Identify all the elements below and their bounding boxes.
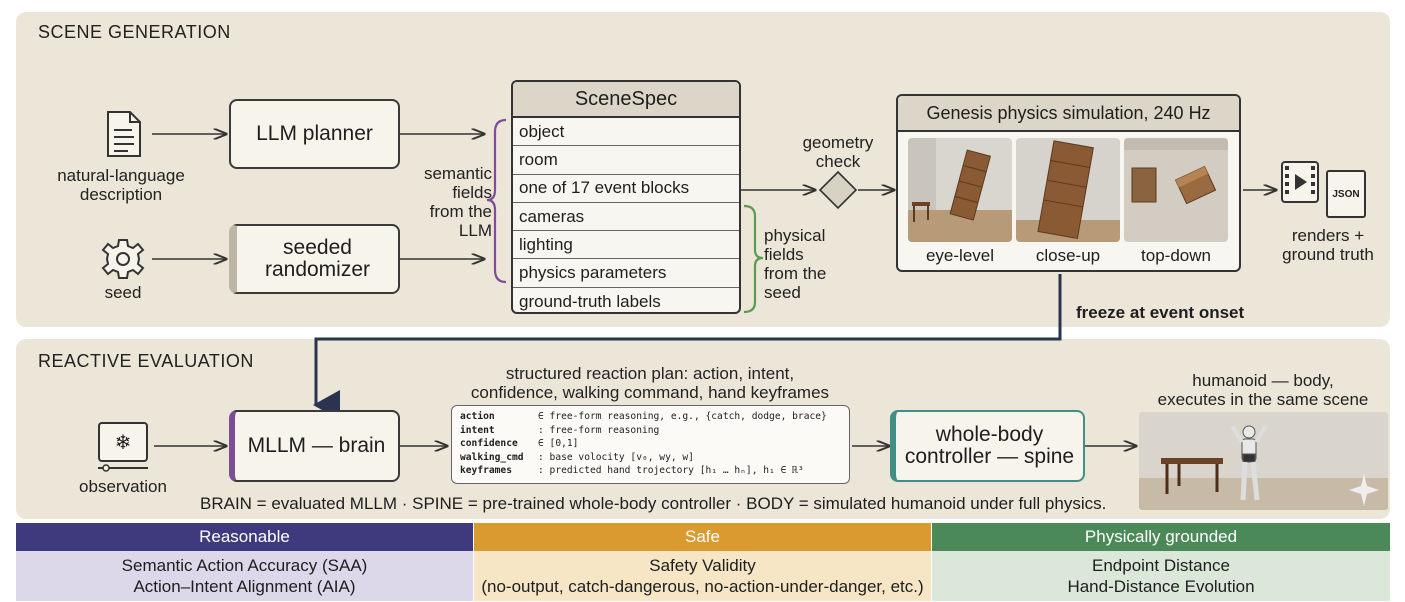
schema-row: intent : free-form reasoning [460,425,849,439]
view-label-eye-level: eye-level [925,246,995,265]
criterion-name: Safe [685,527,720,546]
metric-label: (no-output, catch-dangerous, no-action-u… [481,577,924,596]
metric-label: Semantic Action Accuracy (SAA) [121,556,368,575]
legend-line: BRAIN = evaluated MLLM · SPINE = pre-tra… [200,494,1107,513]
document-icon [107,111,141,157]
view-label-close-up: close-up [1035,246,1101,265]
monitor-base-icon [98,464,148,472]
schema-value: : base volocity [v₀, wy, w] [538,451,694,463]
criterion-body-physical: Endpoint Distance Hand-Distance Evolutio… [932,551,1390,601]
gear-icon [101,239,145,279]
schema-key: keyframes [460,465,512,477]
metric-label: Hand-Distance Evolution [1067,577,1255,596]
freeze-label: freeze at event onset [1076,303,1245,322]
simulation-panel: Genesis physics simulation, 240 Hz eye-l… [896,94,1241,272]
json-icon-text: JSON [1332,188,1360,200]
view-label-top-down: top-down [1141,246,1211,265]
seeded-randomizer-label: seeded randomizer [264,236,371,281]
seed-label: seed [104,283,142,302]
scenespec-title: SceneSpec [513,82,739,118]
humanoid-body-caption: humanoid — body, executes in the same sc… [1157,371,1369,409]
schema-row: action ∈ free-form reasoning, e.g., {catc… [460,411,849,425]
schema-key: action [460,411,495,422]
scenespec-row: physics parameters [513,259,739,288]
observation-label: observation [79,477,167,496]
schema-key: confidence [460,438,518,450]
natural-language-description-label: natural-language description [57,166,185,204]
metric-label: Endpoint Distance [1092,556,1230,575]
scenespec-table: SceneSpec object room one of 17 event bl… [511,80,741,314]
json-file-icon: JSON [1326,170,1366,218]
reaction-plan-caption: structured reaction plan: action, intent… [470,364,830,402]
schema-value: : free-form reasoning [538,424,660,436]
schema-key: intent [460,424,495,436]
geometry-check-label: geometry check [802,133,874,171]
metric-label: Safety Validity [649,556,756,575]
criterion-name: Physically grounded [1084,527,1238,546]
reaction-plan-schema: action ∈ free-form reasoning, e.g., {catc… [451,405,850,484]
whole-body-controller-box: whole-body controller — spine [890,410,1085,482]
criterion-name: Reasonable [199,527,290,546]
top-down-render [1124,138,1228,242]
reactive-evaluation-title: REACTIVE EVALUATION [38,351,254,371]
scenespec-row: object [513,118,739,147]
llm-planner-label: LLM planner [256,122,373,145]
criterion-header-safe: Safe [474,523,931,551]
scenespec-row: one of 17 event blocks [513,175,739,203]
eye-level-render [908,138,1012,242]
simulation-title: Genesis physics simulation, 240 Hz [898,96,1239,132]
physical-fields-label: physical fields from the seed [764,226,827,302]
scenespec-row: ground-truth labels [519,291,661,311]
schema-row: walking_cmd : base volocity [v₀, wy, w] [460,452,849,466]
mllm-brain-label: MLLM — brain [247,434,386,457]
seeded-randomizer-box: seeded randomizer [229,224,400,294]
criterion-header-physical: Physically grounded [932,523,1390,551]
llm-planner-box: LLM planner [229,99,400,169]
schema-row: confidence ∈ [0,1] [460,438,849,452]
criterion-body-safe: Safety Validity (no-output, catch-danger… [474,551,931,601]
metric-label: Action–Intent Alignment (AIA) [133,577,356,596]
video-file-icon [1281,161,1319,203]
close-up-render [1016,138,1120,242]
schema-key: walking_cmd [460,451,524,463]
schema-value: ∈ free-form reasoning, e.g., {catch, dod… [538,411,827,422]
monitor-snowflake-icon: ❄ [98,422,148,462]
scenespec-row: room [513,146,739,175]
scene-generation-title: SCENE GENERATION [38,22,231,42]
scenespec-row: lighting [513,231,739,260]
schema-value: : predicted hand trojectory [h₁ … hₙ], h… [538,465,804,477]
scenespec-row: cameras [513,203,739,232]
humanoid-scene-render [1139,412,1388,510]
whole-body-controller-label: whole-body controller — spine [904,423,1075,468]
schema-row: keyframes : predicted hand trojectory [h₁… [460,465,849,479]
renders-ground-truth-label: renders + ground truth [1282,226,1374,264]
schema-value: ∈ [0,1] [538,438,579,450]
criterion-header-reasonable: Reasonable [16,523,473,551]
geometry-check-diamond [818,170,858,210]
criterion-body-reasonable: Semantic Action Accuracy (SAA) Action–In… [16,551,473,601]
mllm-brain-box: MLLM — brain [229,410,400,482]
semantic-fields-label: semantic fields from the LLM [423,164,492,240]
